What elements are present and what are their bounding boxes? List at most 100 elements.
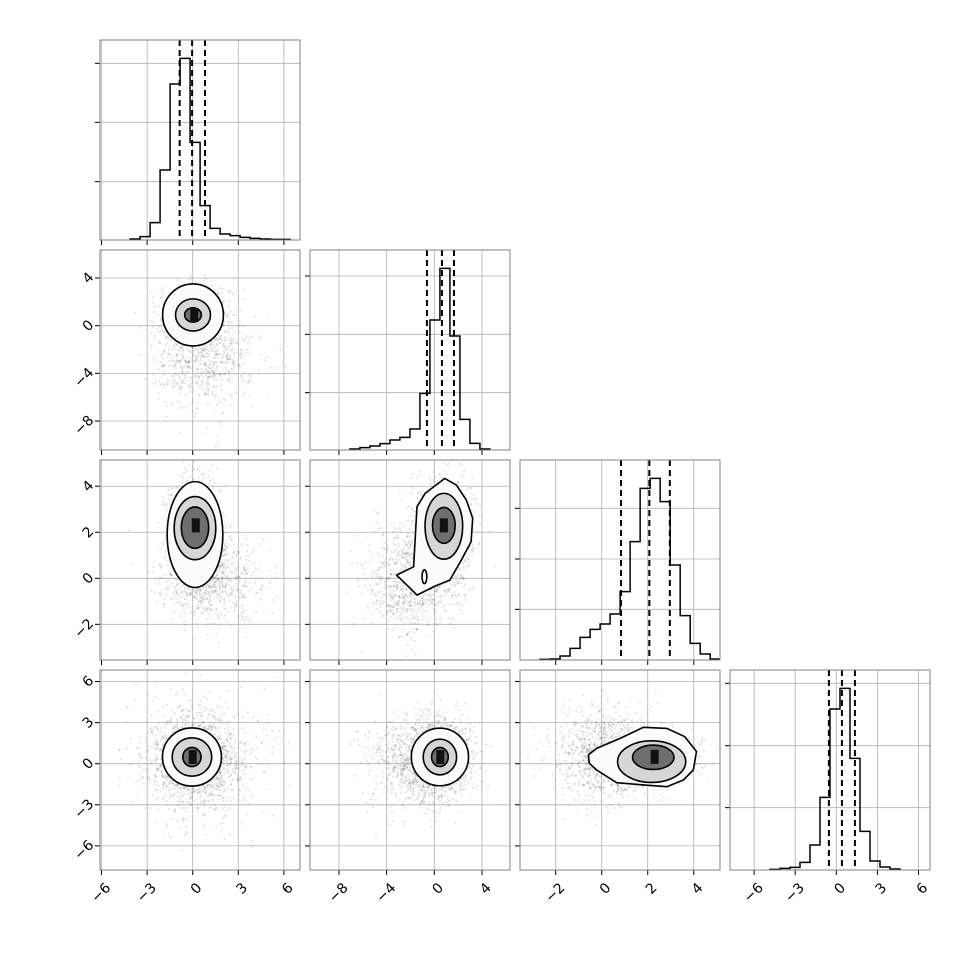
sample-point xyxy=(208,601,211,604)
sample-point xyxy=(195,358,198,361)
sample-point xyxy=(224,586,227,589)
sample-point xyxy=(246,550,249,553)
sample-point xyxy=(222,373,225,376)
sample-point xyxy=(220,557,223,561)
sample-point xyxy=(413,510,416,513)
sample-point xyxy=(219,361,222,364)
sample-point xyxy=(152,357,155,360)
sample-point xyxy=(271,598,275,601)
sample-point xyxy=(221,583,224,586)
sample-point xyxy=(197,607,200,610)
sample-point xyxy=(177,373,180,376)
sample-point xyxy=(158,305,161,308)
sample-point xyxy=(190,275,193,278)
sample-point xyxy=(206,364,209,368)
sample-point xyxy=(260,587,263,591)
sample-point xyxy=(170,380,173,384)
sample-point xyxy=(204,608,208,611)
sample-point xyxy=(465,555,468,558)
sample-point xyxy=(239,353,242,356)
sample-point xyxy=(203,591,206,595)
sample-point xyxy=(231,349,234,352)
sample-point xyxy=(203,347,206,350)
panel-content xyxy=(134,273,288,449)
sample-point xyxy=(211,390,214,394)
sample-point xyxy=(192,609,196,613)
sample-point xyxy=(239,363,242,366)
sample-point xyxy=(188,359,191,363)
sample-point xyxy=(162,350,165,353)
sample-point xyxy=(192,390,195,393)
sample-point xyxy=(232,341,236,344)
sample-point xyxy=(231,332,234,336)
sample-point xyxy=(201,353,204,356)
sample-point xyxy=(232,354,236,357)
sample-point xyxy=(165,404,168,408)
sample-point xyxy=(238,588,241,592)
sample-point xyxy=(215,364,218,367)
sample-point xyxy=(173,385,176,388)
sample-point xyxy=(244,596,247,599)
sample-point xyxy=(180,591,184,594)
sample-point xyxy=(250,335,253,338)
sample-point xyxy=(212,385,215,388)
sample-point xyxy=(176,486,179,489)
sample-point xyxy=(207,475,210,478)
sample-point xyxy=(229,349,232,352)
sample-point xyxy=(207,377,210,380)
density-peak xyxy=(190,307,199,322)
sample-point xyxy=(213,338,216,342)
sample-point xyxy=(227,576,230,579)
sample-point xyxy=(194,359,197,362)
sample-point xyxy=(231,338,234,342)
sample-point xyxy=(194,381,197,384)
sample-point xyxy=(230,606,233,609)
sample-point xyxy=(225,355,228,359)
sample-point xyxy=(222,561,225,565)
sample-point xyxy=(218,589,222,592)
sample-point xyxy=(210,341,213,344)
sample-point xyxy=(214,584,217,587)
sample-point xyxy=(212,363,215,367)
sample-point xyxy=(224,590,227,593)
sample-point xyxy=(240,596,243,599)
sample-point xyxy=(201,354,204,357)
sample-point xyxy=(244,579,247,582)
sample-point xyxy=(229,342,233,345)
sample-point xyxy=(150,343,153,346)
sample-point xyxy=(243,619,246,622)
sample-point xyxy=(219,581,222,585)
sample-point xyxy=(226,345,229,348)
sample-point xyxy=(189,382,192,385)
sample-point xyxy=(170,356,173,359)
sample-point xyxy=(260,353,263,356)
sample-point xyxy=(219,373,222,376)
sample-point xyxy=(232,314,235,317)
sample-point xyxy=(231,347,234,350)
sample-point xyxy=(203,362,207,365)
sample-point xyxy=(178,432,181,435)
sample-point xyxy=(232,365,236,368)
sample-point xyxy=(173,361,176,364)
sample-point xyxy=(224,552,227,556)
sample-point xyxy=(154,381,157,384)
sample-point xyxy=(228,380,231,383)
sample-point xyxy=(206,375,209,378)
sample-point xyxy=(183,620,186,623)
sample-point xyxy=(269,580,272,583)
sample-point xyxy=(162,357,165,360)
sample-point xyxy=(215,350,218,353)
sample-point xyxy=(244,581,247,584)
sample-point xyxy=(247,589,250,592)
sample-point xyxy=(199,599,202,602)
sample-point xyxy=(199,358,203,362)
sample-point xyxy=(212,589,215,592)
sample-point xyxy=(192,590,195,593)
sample-point xyxy=(243,565,246,569)
sample-point xyxy=(194,591,197,594)
sample-point xyxy=(241,545,244,548)
sample-point xyxy=(188,366,191,369)
sample-point xyxy=(164,335,168,338)
sample-point xyxy=(195,607,198,610)
sample-point xyxy=(216,344,219,347)
